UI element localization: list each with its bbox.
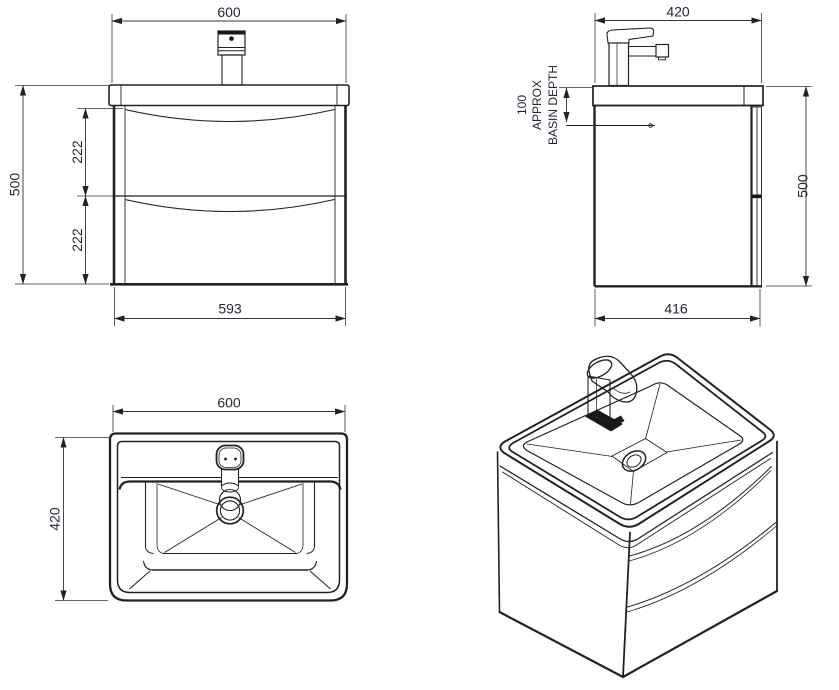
iso-bowl-floor [611, 438, 668, 472]
reference-dot [648, 123, 653, 128]
side-view: 420 100 APPROX BASIN DEPTH [515, 4, 812, 327]
front-basin-slab [108, 84, 350, 107]
plan-dim-overall-depth: 420 [47, 437, 109, 601]
dim-label-basin-depth-approx: APPROX [530, 80, 544, 130]
bowl-corner-arc [306, 546, 315, 554]
dim-label-basin-depth-value: 100 [515, 95, 529, 115]
bowl-slope-line [238, 517, 296, 553]
side-dim-overall-height: 500 [766, 86, 812, 287]
dim-label-cabinet-depth: 416 [664, 301, 688, 317]
iso-edge-left [496, 451, 501, 613]
front-cabinet [110, 105, 348, 286]
front-dim-cabinet-width: 593 [114, 287, 346, 326]
drawer1-handle-curve [124, 108, 335, 122]
iso-tap-spout [588, 355, 638, 403]
iso-drain-outer [621, 450, 647, 472]
side-basin-depth: 100 APPROX BASIN DEPTH [515, 65, 655, 145]
iso-rim-outer [499, 353, 775, 528]
isometric-view [496, 353, 779, 679]
iso-rim-inner [508, 359, 767, 521]
plan-bowl [118, 477, 342, 590]
front-tap [217, 30, 246, 86]
dim-label-basin-depth-text: BASIN DEPTH [546, 65, 560, 145]
side-tap [606, 27, 670, 87]
front-dim-drawers: 222 222 [69, 108, 123, 285]
plan-view: 600 [47, 395, 349, 602]
bowl-front-arc [142, 560, 153, 571]
tap-body-upper [217, 30, 246, 56]
bowl-corner-diagonal [129, 570, 151, 590]
front-dim-overall-height: 500 [7, 85, 109, 285]
iso-bowl-slope [645, 383, 661, 440]
bowl-corner-arc [145, 546, 154, 554]
iso-bowl-slope [666, 439, 742, 453]
bowl-slope-line [164, 517, 222, 553]
basin-outer-outline [108, 432, 349, 602]
bowl-front-arc [307, 560, 318, 571]
dim-label-side-depth: 420 [666, 4, 690, 20]
tap-neck-fill [222, 469, 238, 487]
bowl-corner-arc [156, 544, 165, 554]
front-view: 600 500 [7, 4, 350, 326]
dim-label-front-height: 500 [7, 173, 23, 197]
dim-label-plan-depth: 420 [47, 507, 63, 531]
iso-tap-spout-line [612, 387, 631, 394]
iso-drain-inner [626, 454, 642, 468]
iso-edge-front [622, 531, 631, 678]
plan-dim-overall-width: 600 [112, 395, 346, 432]
tap-nozzle [655, 43, 670, 58]
iso-tap-cap [586, 359, 613, 379]
tap-spout-end [218, 488, 242, 512]
iso-drawer1-curve [629, 466, 772, 557]
bowl-slope-line [157, 483, 222, 506]
tap-lever [606, 27, 655, 44]
dim-label-front-width: 600 [217, 4, 241, 20]
iso-tap-body [587, 375, 611, 422]
basin-inner-outline [116, 440, 341, 594]
dim-label-side-height: 500 [795, 174, 811, 198]
side-dim-cabinet-depth: 416 [594, 289, 761, 327]
tap-dot [234, 457, 237, 461]
tap-nozzle-tip [658, 56, 666, 61]
bowl-corner-diagonal [309, 570, 331, 590]
dim-label-drawer-bottom: 222 [69, 228, 85, 252]
iso-cabinet [496, 440, 779, 679]
back-panel-joint [752, 194, 762, 199]
iso-drawer-gap-curve2 [625, 525, 778, 613]
dim-label-cabinet-width: 593 [218, 301, 242, 317]
iso-bottom-edges [498, 589, 779, 679]
plan-drain-and-tap [215, 444, 245, 525]
iso-bowl-slope [526, 443, 613, 457]
drawer2-handle-curve [124, 198, 335, 212]
tap-head-inner [218, 447, 242, 468]
bowl-corner-arc [295, 544, 304, 554]
iso-drawer1-curve2 [628, 470, 772, 562]
tap-dot [224, 457, 227, 461]
side-basin-slab [592, 85, 764, 107]
iso-tap-base [585, 409, 623, 432]
dim-label-drawer-top: 222 [69, 140, 85, 164]
side-dim-overall-depth: 420 [594, 4, 762, 83]
iso-rim-underside [499, 451, 774, 543]
tap-neck-ring [221, 482, 239, 493]
bowl-slope-line [238, 483, 303, 506]
iso-bowl-slope [630, 470, 634, 504]
front-dim-overall-width: 600 [111, 4, 347, 83]
iso-cabinet-top-edge [502, 458, 771, 549]
side-cabinet [593, 104, 763, 288]
iso-tap [585, 355, 638, 432]
drain-inner-ring [219, 500, 241, 521]
tap-head-top [215, 444, 245, 471]
tap-body [608, 42, 630, 87]
iso-drawer-gap-curve [625, 521, 778, 608]
tap-top-band [218, 31, 245, 35]
dim-label-plan-width: 600 [217, 395, 241, 411]
tap-logo-dot [229, 36, 234, 41]
drain-outer-ring [215, 496, 245, 525]
iso-basin-opening [522, 382, 744, 506]
tap-body-lower [221, 54, 243, 86]
